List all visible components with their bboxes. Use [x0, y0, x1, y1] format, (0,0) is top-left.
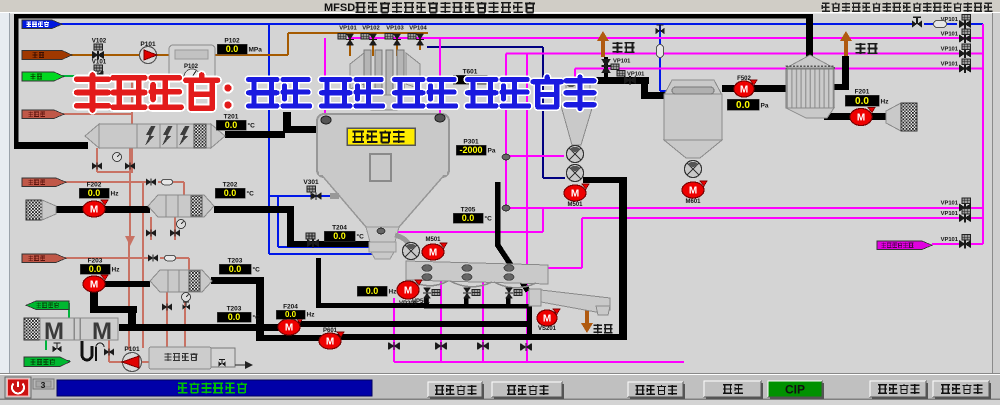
svg-text:VP101: VP101	[941, 17, 959, 23]
svg-text:0.0: 0.0	[226, 44, 239, 54]
svg-text:P601: P601	[323, 328, 338, 334]
svg-text:M: M	[740, 85, 748, 96]
svg-text:M: M	[404, 286, 412, 297]
svg-text:VP101: VP101	[941, 46, 959, 52]
svg-text:Hz: Hz	[881, 99, 890, 106]
svg-text:F502: F502	[737, 76, 751, 82]
svg-text:Pa: Pa	[488, 148, 496, 155]
svg-text:0.0: 0.0	[462, 213, 475, 223]
svg-text:°C: °C	[485, 215, 493, 223]
svg-text:0.0: 0.0	[228, 312, 241, 322]
svg-text:M: M	[44, 318, 64, 345]
svg-text:M: M	[543, 314, 551, 325]
svg-text:M601: M601	[685, 199, 701, 205]
svg-text:P102: P102	[224, 38, 240, 45]
svg-text:P301: P301	[463, 139, 479, 146]
svg-text:P101: P101	[140, 41, 156, 48]
svg-text:°C: °C	[253, 266, 261, 274]
svg-text:0.0: 0.0	[855, 96, 869, 107]
svg-text:0.0: 0.0	[333, 231, 346, 241]
svg-text:V101: V101	[92, 59, 107, 66]
svg-text:VS201: VS201	[538, 326, 557, 332]
svg-text:VP102: VP102	[362, 26, 379, 32]
svg-text:0.0: 0.0	[89, 264, 102, 274]
svg-text:M: M	[90, 280, 98, 291]
svg-text:VP101: VP101	[941, 237, 959, 243]
svg-text:VP101: VP101	[613, 59, 631, 65]
svg-text:°C: °C	[248, 122, 256, 130]
svg-text:CIP: CIP	[785, 383, 805, 397]
svg-text:M: M	[285, 323, 293, 334]
svg-text:-2000: -2000	[459, 145, 482, 155]
svg-text:MPa: MPa	[249, 47, 263, 54]
svg-text:M: M	[326, 337, 334, 348]
svg-text:M: M	[90, 205, 98, 216]
svg-text:VP101: VP101	[941, 31, 959, 37]
svg-text:°C: °C	[247, 190, 255, 198]
svg-text:Pa: Pa	[761, 103, 769, 110]
svg-text:VP201: VP201	[399, 301, 418, 307]
svg-text:VP103: VP103	[386, 26, 404, 32]
svg-text:VP101: VP101	[339, 26, 357, 32]
svg-text:0.0: 0.0	[285, 310, 297, 319]
svg-text:MFSD: MFSD	[324, 2, 355, 14]
svg-text:Hz: Hz	[112, 267, 121, 274]
svg-text:0.0: 0.0	[224, 188, 237, 198]
svg-text:Hz: Hz	[307, 312, 316, 319]
svg-text:Hz: Hz	[389, 289, 398, 296]
svg-text:M: M	[571, 189, 579, 200]
svg-text:T202: T202	[223, 182, 238, 189]
svg-text:VP104: VP104	[409, 26, 427, 32]
svg-text:T203: T203	[227, 306, 242, 313]
svg-text:VP101: VP101	[627, 72, 645, 78]
svg-text:T203: T203	[228, 258, 243, 265]
svg-text:0.0: 0.0	[736, 100, 750, 111]
svg-text:VP101: VP101	[941, 200, 959, 206]
svg-text:M: M	[429, 248, 437, 259]
svg-text:VP101: VP101	[941, 61, 959, 67]
svg-text:M501: M501	[567, 202, 583, 208]
svg-text:V102: V102	[92, 38, 107, 45]
svg-text:0.0: 0.0	[225, 120, 238, 130]
svg-text:T601: T601	[463, 69, 478, 76]
svg-text:0.0: 0.0	[366, 286, 379, 296]
svg-text:0.0: 0.0	[88, 188, 101, 198]
svg-text:M: M	[689, 186, 697, 197]
svg-text:VP101: VP101	[941, 211, 959, 217]
svg-text:F201: F201	[855, 89, 870, 96]
svg-text:P102: P102	[184, 64, 199, 70]
svg-text:°C: °C	[357, 233, 365, 241]
svg-text:0.0: 0.0	[229, 264, 242, 274]
svg-text:Hz: Hz	[111, 191, 120, 198]
svg-text:P101: P101	[124, 346, 140, 353]
svg-text:V301: V301	[303, 179, 319, 186]
svg-text:F203: F203	[88, 258, 103, 265]
svg-text:M: M	[857, 113, 865, 124]
svg-text:°C: °C	[253, 314, 261, 322]
svg-text:3: 3	[41, 380, 46, 390]
svg-text:F204: F204	[283, 304, 298, 311]
svg-text:M501: M501	[425, 237, 441, 243]
svg-text:M: M	[92, 318, 112, 345]
svg-text:T201: T201	[224, 114, 239, 121]
svg-text:F202: F202	[87, 182, 102, 189]
svg-text:T205: T205	[461, 207, 476, 214]
svg-text:VP501: VP501	[412, 299, 431, 305]
svg-text:T204: T204	[332, 225, 347, 232]
